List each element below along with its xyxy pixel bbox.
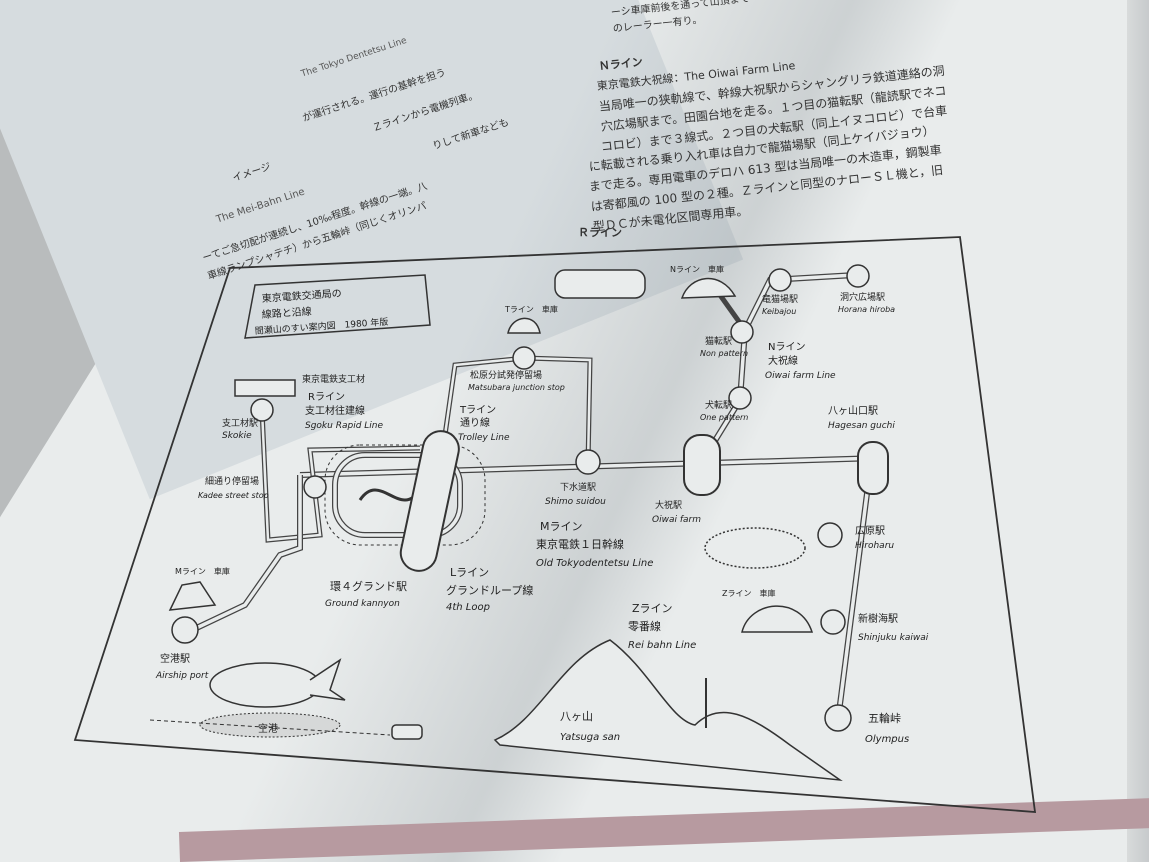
shinju-en: Shinjuku kaiwai [858,633,929,643]
shinju-jp: 新樹海駅 [858,612,898,625]
map-frame-border [73,236,1037,813]
keiba-en: Keibajou [762,307,796,316]
shimo-en: Shimo suidou [545,497,606,507]
oly-en: Olympus [865,734,909,745]
tline-depot: Tライン 車庫 [504,304,558,314]
shimo-jp: 下水道駅 [560,481,596,493]
air-en: Airship port [155,671,209,681]
ground-jp: 環４グランド駅 [330,579,407,593]
tline-en: Trolley Line [458,433,510,443]
legend-line-1: 東京電鉄交通局の [261,286,342,305]
oiwai-jp: 大祝駅 [655,499,682,511]
matsubara-en: Matsubara junction stop [468,383,565,392]
nline-jp: Nライン [768,341,805,353]
lline-jp: Lライン [450,566,489,579]
airport-label: 空港 [258,722,278,735]
matsubara-jp: 松原分試発停留場 [470,369,542,381]
kadee-en: Kadee street stop [198,491,269,500]
rline-en: Sgoku Rapid Line [305,421,383,431]
ground-en: Ground kannyon [325,599,400,609]
zline-depot: Zライン 車庫 [722,588,775,598]
hage-en: Hagesan guchi [828,421,895,431]
zline-jp: Zライン [632,602,673,615]
mline-en: Old Tokyodentetsu Line [536,558,653,569]
mline-jp2: 東京電鉄１日幹線 [536,537,624,551]
non-en: Non pattern [700,349,748,358]
mline-jp: Mライン [540,520,583,533]
oiwai-en: Oiwai farm [652,515,701,525]
factory-label: 東京電鉄支工材 [302,373,365,385]
figure-caption: Ｒライン [578,226,622,239]
mount-en: Yatsuga san [560,732,620,743]
one-en: One pattern [700,413,748,422]
oly-jp: 五輪峠 [868,711,901,725]
horana-jp: 洞穴広場駅 [840,291,885,303]
skokie-jp: 支工材駅 [222,417,258,429]
nline-jp2: 大祝線 [768,354,798,367]
mline-depot: Mライン 車庫 [175,566,230,576]
nline-en: Oiwai farm Line [765,371,836,381]
rline-jp: Rライン [308,391,345,403]
book-edge [1127,0,1149,862]
hiro-jp: 広原駅 [855,524,885,537]
kadee-jp: 細通り停留場 [205,475,259,487]
horana-en: Horana hiroba [838,305,895,314]
keiba-jp: 竜猫場駅 [762,293,798,305]
rline-jp2: 支工材往建線 [305,404,365,417]
skokie-en: Skokie [222,431,252,441]
mount-jp: 八ヶ山 [560,710,593,723]
legend-box [244,274,431,339]
lline-en: 4th Loop [446,602,490,613]
hage-jp: 八ヶ山口駅 [828,405,878,417]
one-jp: 犬転駅 [705,399,732,411]
legend-line-2: 線路と沿線 [261,305,312,321]
hiro-en: Hiroharu [855,541,894,551]
lline-jp2: グランドループ線 [446,583,533,597]
zline-jp2: 零番線 [628,619,661,633]
air-jp: 空港駅 [160,652,190,665]
tline-jp2: 通り線 [460,416,490,429]
tline-jp: Tライン [459,404,496,416]
nline-depot: Nライン 車庫 [670,264,724,274]
non-jp: 猫転駅 [705,335,732,347]
zline-en: Rei bahn Line [628,640,696,651]
